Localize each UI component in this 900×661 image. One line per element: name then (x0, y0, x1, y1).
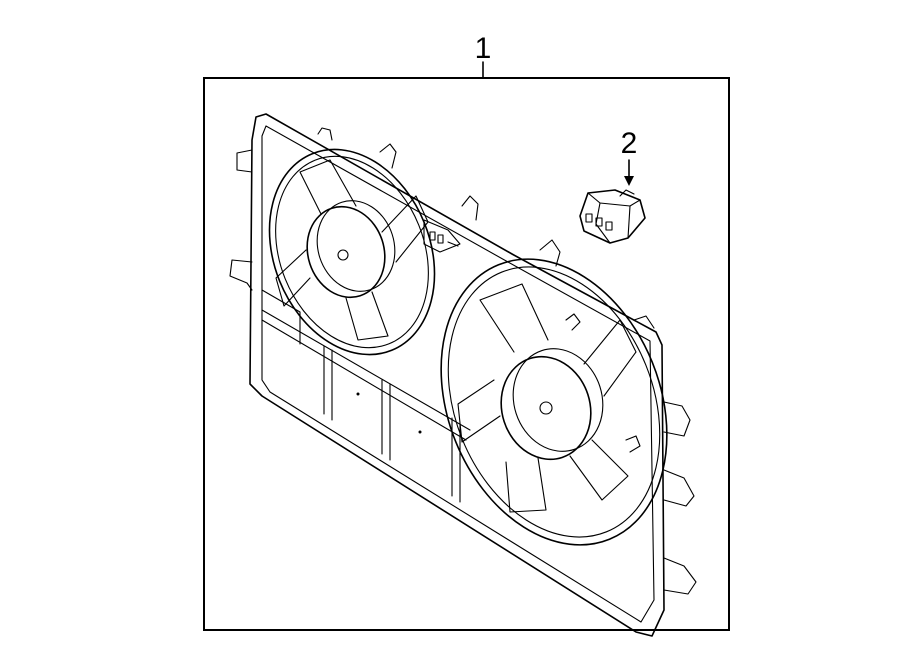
callout-1-label: 1 (475, 32, 492, 65)
right-fan (440, 258, 668, 546)
callout-2-label: 2 (621, 127, 638, 160)
connector-part (579, 189, 646, 244)
fan-shroud-assembly (229, 113, 697, 637)
assembly-frame-border (203, 77, 730, 631)
left-fan (268, 148, 436, 356)
callout-2-arrow (624, 159, 634, 186)
